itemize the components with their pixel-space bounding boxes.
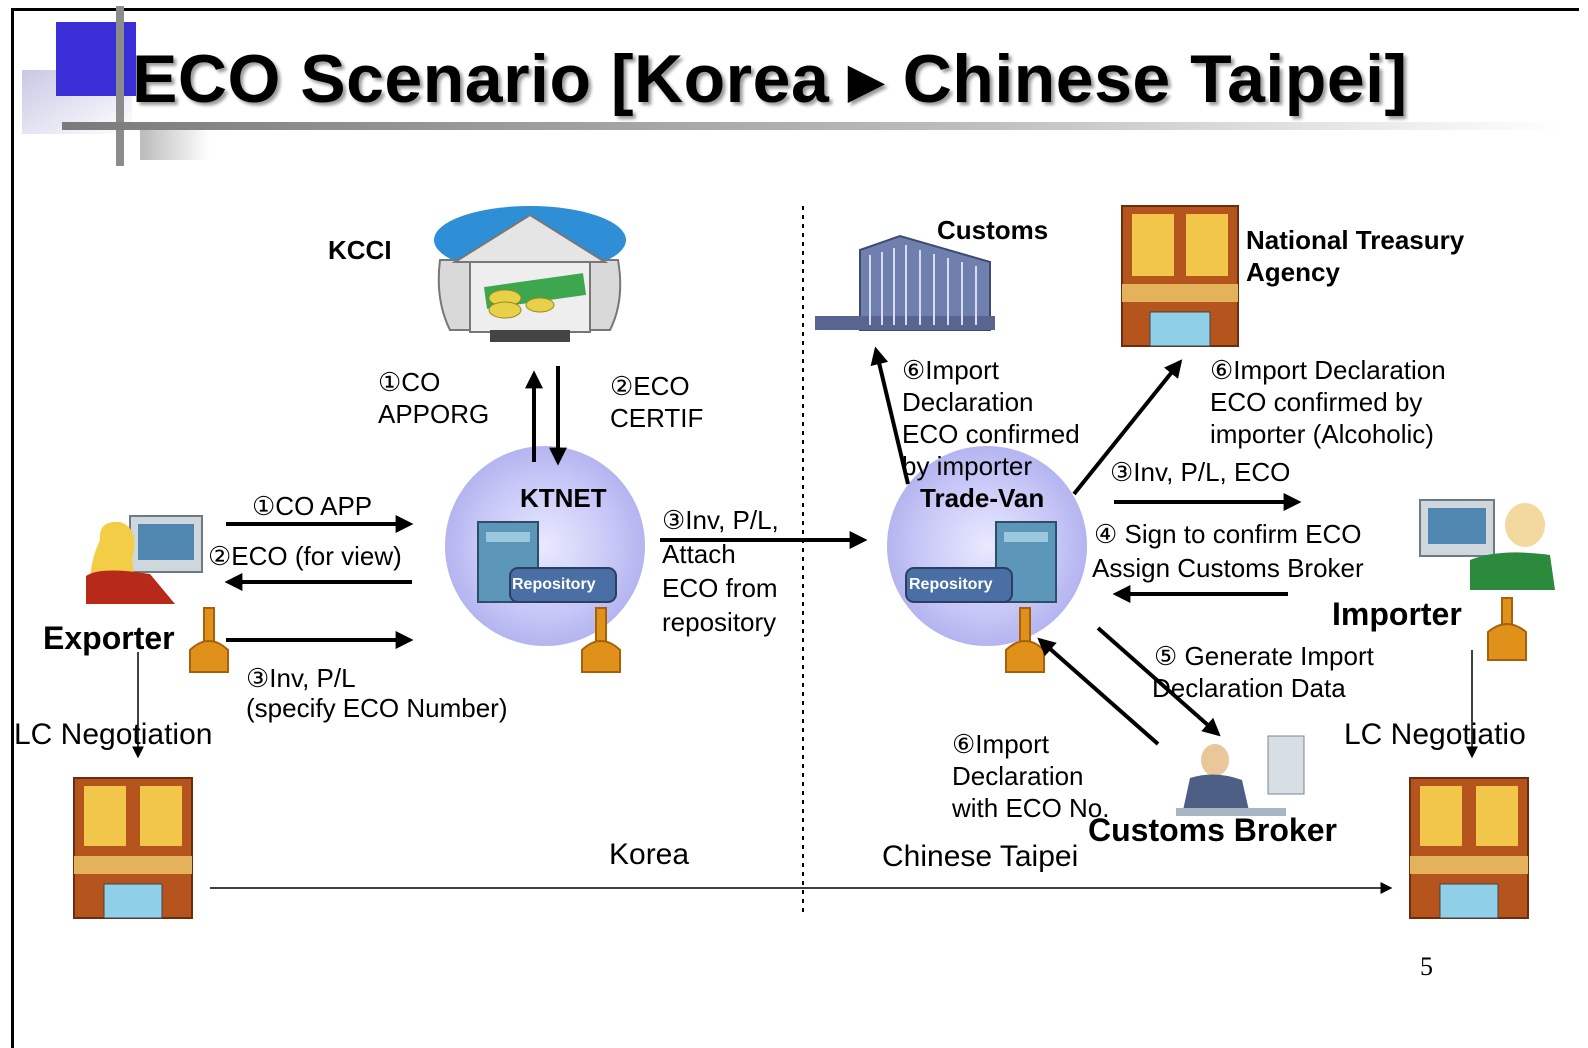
flow-generate-import-line1: ⑤ Generate Import [1154,641,1374,671]
page-number: 5 [1420,952,1433,981]
flow-import-decl-customs-line4: by importer [902,451,1033,481]
exporter-label: Exporter [43,620,175,656]
exporter-key-icon [189,607,229,673]
ktnet-hub [445,446,645,646]
flow-inv-pl-specify-line1: ③Inv, P/L [246,663,356,693]
flow-generate-import-line2: Declaration Data [1152,673,1346,703]
ktnet-label: KTNET [520,483,607,513]
flow-import-decl-treasury-line2: ECO confirmed by [1210,387,1423,417]
flow-import-decl-customs-line2: Declaration [902,387,1034,417]
korea-bank-building-icon [73,777,193,919]
arrow-to-treasury [1072,359,1183,496]
customs-label: Customs [937,215,1049,245]
flow-import-decl-customs-line1: ⑥Import [902,355,999,385]
lc-negotiation-right-label: LC Negotiatio [1344,718,1526,751]
customs-broker-person-icon [1176,735,1305,816]
flow-import-decl-eco-no-line1: ⑥Import [952,729,1049,759]
exporter-person-icon [86,515,203,604]
flow-inv-pl-attach-line2: Attach [662,539,736,569]
flow-import-decl-treasury-line3: importer (Alcoholic) [1210,419,1434,449]
flow-import-decl-treasury-line1: ⑥Import Declaration [1210,355,1446,385]
flow-import-decl-eco-no-line3: with ECO No. [952,793,1110,823]
flow-co-app: ①CO APP [252,491,373,521]
importer-label: Importer [1332,596,1462,632]
lc-negotiation-left-label: LC Negotiation [14,718,213,751]
treasury-label-line1: National Treasury [1246,225,1465,255]
taipei-bank-building-icon [1409,777,1529,919]
flow-eco-view: ②ECO (for view) [208,541,402,571]
ktnet-server-icon [477,521,617,603]
flow-import-decl-eco-no-line2: Declaration [952,761,1084,791]
region-korea-label: Korea [609,838,690,871]
flow-sign-confirm-line1: ④ Sign to confirm ECO [1094,519,1362,549]
arrow-generate-import [1096,626,1221,737]
arrow-import-decl-eco-no [1037,637,1160,746]
flow-co-apporg-line1: ①CO [378,367,441,397]
customs-broker-label: Customs Broker [1088,812,1337,848]
page-title: ECO Scenario [Korea ▸ Chinese Taipei] [132,41,1408,117]
slide-frame [11,8,1579,1048]
customs-building-icon [815,234,995,331]
kcci-bank-icon [434,206,626,342]
treasury-label-line2: Agency [1246,257,1340,287]
flow-inv-pl-attach-line1: ③Inv, P/L, [662,505,779,535]
flow-sign-confirm-line2: Assign Customs Broker [1092,553,1364,583]
flow-inv-pl-attach-line3: ECO from [662,573,778,603]
importer-person-icon [1419,499,1555,590]
trade-van-repository-label: Repository [909,576,993,593]
trade-van-server-icon [905,521,1057,603]
kcci-label: KCCI [328,235,392,265]
region-chinese-taipei-label: Chinese Taipei [882,840,1079,873]
ktnet-repository-label: Repository [512,576,596,593]
trade-van-label: Trade-Van [920,483,1045,513]
trade-van-key-icon [1005,607,1045,673]
flow-inv-pl-attach-line4: repository [662,607,777,637]
arrow-to-customs [870,346,910,485]
treasury-building-icon [1121,205,1239,347]
importer-key-icon [1487,597,1527,661]
flow-inv-pl-eco: ③Inv, P/L, ECO [1110,457,1291,487]
flow-import-decl-customs-line3: ECO confirmed [902,419,1080,449]
flow-co-apporg-line2: APPORG [378,399,490,429]
ktnet-key-icon [581,607,621,673]
flow-eco-certif-line1: ②ECO [610,371,690,401]
flow-inv-pl-specify-line2: (specify ECO Number) [246,693,508,723]
flow-eco-certif-line2: CERTIF [610,403,704,433]
